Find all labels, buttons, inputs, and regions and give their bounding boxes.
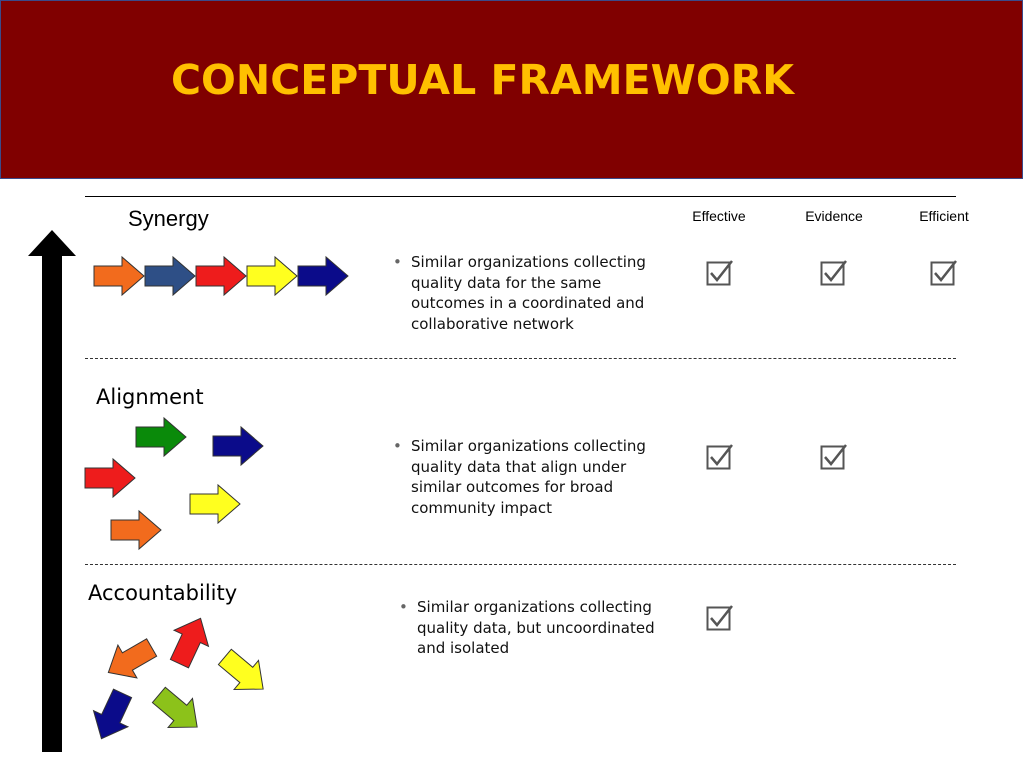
alignment-arrow-orange bbox=[110, 510, 162, 550]
description-synergy: Similar organizations collecting quality… bbox=[393, 252, 661, 334]
checked-box-icon bbox=[820, 443, 848, 471]
top-divider bbox=[85, 196, 956, 197]
level-label-alignment: Alignment bbox=[96, 385, 204, 409]
accountability-arrow-orange bbox=[98, 630, 162, 690]
checked-box-icon bbox=[930, 259, 958, 287]
progression-up-arrow-icon bbox=[28, 230, 76, 752]
alignment-arrow-navy bbox=[212, 426, 264, 466]
alignment-arrow-yellow bbox=[189, 484, 241, 524]
alignment-arrow-green bbox=[135, 417, 187, 457]
title-banner bbox=[0, 0, 1023, 179]
synergy-arrow-steelblue bbox=[144, 256, 196, 296]
synergy-arrow-navy bbox=[297, 256, 349, 296]
synergy-arrow-red bbox=[195, 256, 247, 296]
accountability-arrow-lime bbox=[146, 679, 210, 743]
accountability-arrow-red bbox=[161, 609, 219, 673]
checked-box-icon bbox=[706, 443, 734, 471]
level-label-synergy: Synergy bbox=[128, 206, 209, 231]
column-header-evidence: Evidence bbox=[805, 208, 863, 224]
level-label-accountability: Accountability bbox=[88, 581, 238, 605]
alignment-arrow-red bbox=[84, 458, 136, 498]
column-header-efficient: Efficient bbox=[919, 208, 969, 224]
synergy-arrow-orange bbox=[93, 256, 145, 296]
checked-box-icon bbox=[706, 604, 734, 632]
page-title: CONCEPTUAL FRAMEWORK bbox=[170, 56, 795, 104]
checked-box-icon bbox=[820, 259, 848, 287]
divider-synergy-alignment bbox=[85, 358, 956, 359]
synergy-arrow-yellow bbox=[246, 256, 298, 296]
accountability-arrow-yellow bbox=[212, 641, 276, 705]
description-accountability: Similar organizations collecting quality… bbox=[399, 597, 672, 659]
divider-alignment-accountability bbox=[85, 564, 956, 565]
checked-box-icon bbox=[706, 259, 734, 287]
accountability-arrow-navy bbox=[83, 684, 141, 748]
column-header-effective: Effective bbox=[692, 208, 746, 224]
description-alignment: Similar organizations collecting quality… bbox=[393, 436, 661, 518]
